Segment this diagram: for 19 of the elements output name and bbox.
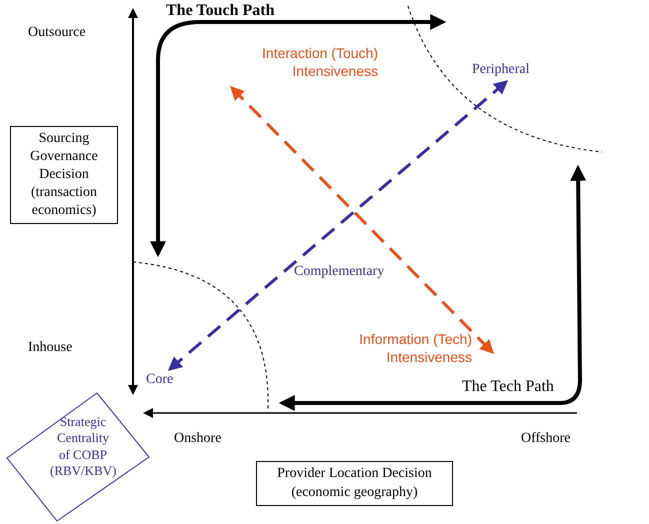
pole-label: Complementary [294, 264, 384, 280]
node-text: Peripheral [472, 61, 531, 79]
axis-label: Outsource [28, 25, 86, 41]
decision-box [10, 126, 118, 224]
axis-label: Offshore [521, 431, 571, 447]
path-label: The Touch Path [166, 2, 274, 20]
axis-label: Inhouse [28, 340, 72, 356]
tilted-box [5, 392, 151, 522]
node-text: Sourcing Governance Decision (transaction economics) [29, 130, 99, 220]
decision-box [256, 461, 453, 506]
node-text: Information (Tech) Intensiveness [358, 330, 472, 366]
node-text: Provider Location Decision (economic geography) [276, 465, 433, 502]
node-text: Core [146, 371, 174, 389]
node-text: Interaction (Touch) Intensiveness [261, 44, 378, 80]
node-text: Strategic Centrality of COBP (RBV/KBV) [50, 414, 116, 479]
arrow [230, 86, 494, 354]
arrow [168, 80, 508, 371]
path-label: The Tech Path [462, 378, 554, 396]
axis-label: Onshore [174, 431, 222, 447]
